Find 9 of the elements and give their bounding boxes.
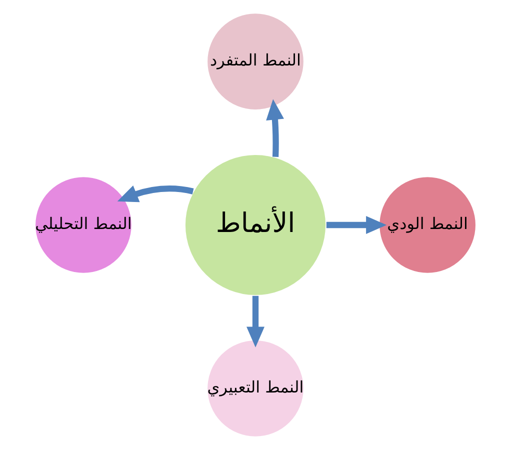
arrow [246,296,264,348]
node-circle: الأنماط [184,154,327,296]
node-circle: النمط التحليلي [34,176,133,274]
node-circle: النمط الودي [378,176,477,274]
arrow [266,99,284,157]
node-circle: النمط التعبيري [206,339,305,438]
arrow [326,216,387,234]
node-circle: النمط المتفرد [206,12,305,111]
arrow [117,185,194,202]
